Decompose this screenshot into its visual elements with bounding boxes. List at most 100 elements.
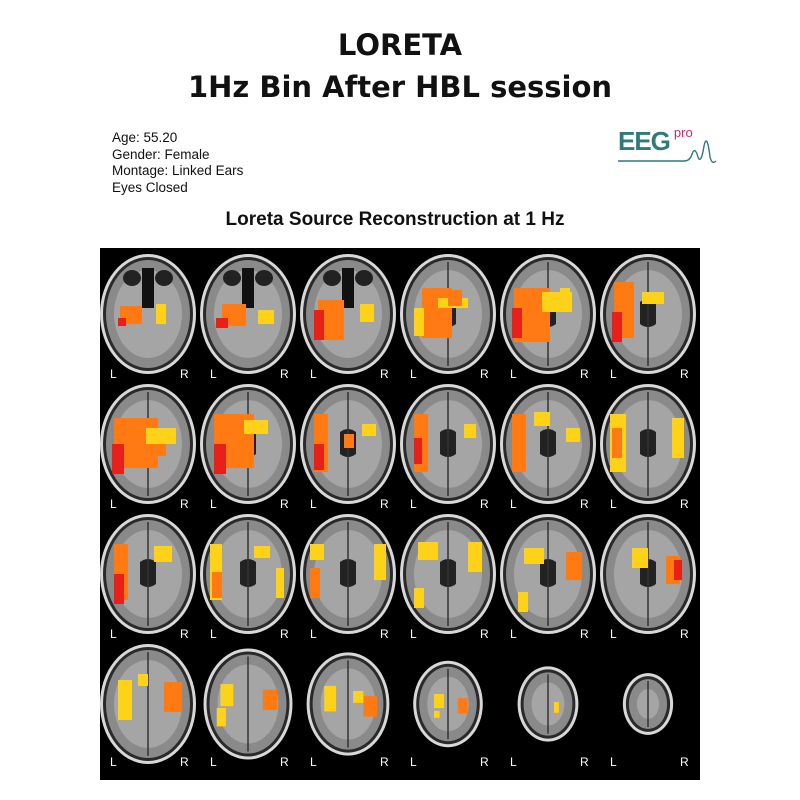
activation-blob <box>363 696 377 717</box>
activation-blob <box>566 428 580 442</box>
left-label: L <box>110 497 117 511</box>
activation-blob <box>512 308 522 338</box>
left-label: L <box>310 755 317 769</box>
left-label: L <box>610 755 617 769</box>
activation-blob <box>674 560 682 580</box>
activation-blob <box>434 694 444 708</box>
activation-blob <box>310 544 324 560</box>
activation-blob <box>672 418 684 458</box>
activation-blob <box>156 304 166 324</box>
right-label: R <box>180 755 189 769</box>
right-label: R <box>680 367 689 381</box>
left-label: L <box>310 497 317 511</box>
left-label: L <box>510 497 517 511</box>
activation-blob <box>512 414 526 472</box>
activation-blob <box>114 574 124 604</box>
eegpro-logo: EEG pro <box>618 126 728 168</box>
activation-blob <box>468 542 482 572</box>
activation-blob <box>216 708 226 727</box>
right-label: R <box>480 497 489 511</box>
activation-blob <box>360 304 374 322</box>
right-label: R <box>280 497 289 511</box>
activation-blob <box>220 684 234 707</box>
activation-blob <box>554 702 559 713</box>
activation-blob <box>353 691 364 703</box>
logo-wave-icon <box>618 140 717 164</box>
activation-blob <box>518 592 528 612</box>
activation-blob <box>414 588 424 608</box>
activation-blob <box>414 438 422 464</box>
right-label: R <box>380 755 389 769</box>
left-label: L <box>210 497 217 511</box>
left-label: L <box>110 367 117 381</box>
activation-blob <box>642 292 664 304</box>
activation-blob <box>374 544 386 580</box>
age: Age: 55.20 <box>112 130 178 145</box>
right-label: R <box>580 755 589 769</box>
title-line-1: LORETA <box>337 28 463 62</box>
left-label: L <box>310 627 317 641</box>
left-label: L <box>410 755 417 769</box>
activation-blob <box>214 444 226 474</box>
activation-blob <box>112 444 124 474</box>
activation-blob <box>164 682 182 712</box>
right-label: R <box>680 627 689 641</box>
left-label: L <box>110 755 117 769</box>
activation-blob <box>314 444 324 470</box>
activation-blob <box>434 710 440 718</box>
logo-superscript: pro <box>673 125 693 140</box>
activation-blob <box>216 318 228 328</box>
right-label: R <box>680 755 689 769</box>
left-label: L <box>410 497 417 511</box>
activation-blob <box>212 572 222 598</box>
left-label: L <box>610 497 617 511</box>
activation-blob <box>314 310 324 340</box>
right-label: R <box>680 497 689 511</box>
activation-blob <box>148 444 166 456</box>
right-label: R <box>380 497 389 511</box>
title-line-2: 1Hz Bin After HBL session <box>187 70 613 104</box>
gender: Gender: Female <box>112 146 210 162</box>
right-label: R <box>480 367 489 381</box>
figure-title: Loreta Source Reconstruction at 1 Hz <box>225 209 565 230</box>
right-label: R <box>180 497 189 511</box>
activation-blob <box>262 689 278 710</box>
right-label: R <box>480 627 489 641</box>
activation-blob <box>258 310 274 324</box>
logo-text: EEG <box>618 126 671 156</box>
activation-blob <box>632 548 648 568</box>
right-label: R <box>180 627 189 641</box>
activation-blob <box>154 546 172 562</box>
left-label: L <box>310 367 317 381</box>
left-label: L <box>210 627 217 641</box>
activation-blob <box>414 308 424 336</box>
right-label: R <box>280 755 289 769</box>
right-label: R <box>280 367 289 381</box>
activation-blob <box>612 428 622 458</box>
activation-blob <box>422 288 452 338</box>
activation-blob <box>344 434 354 448</box>
activation-blob <box>560 288 570 298</box>
activation-blob <box>310 568 320 598</box>
right-label: R <box>580 367 589 381</box>
montage: Montage: Linked Ears <box>112 163 244 178</box>
activation-blob <box>244 420 268 434</box>
activation-blob <box>534 412 550 426</box>
activation-blob <box>524 548 544 564</box>
activation-blob <box>118 680 132 720</box>
